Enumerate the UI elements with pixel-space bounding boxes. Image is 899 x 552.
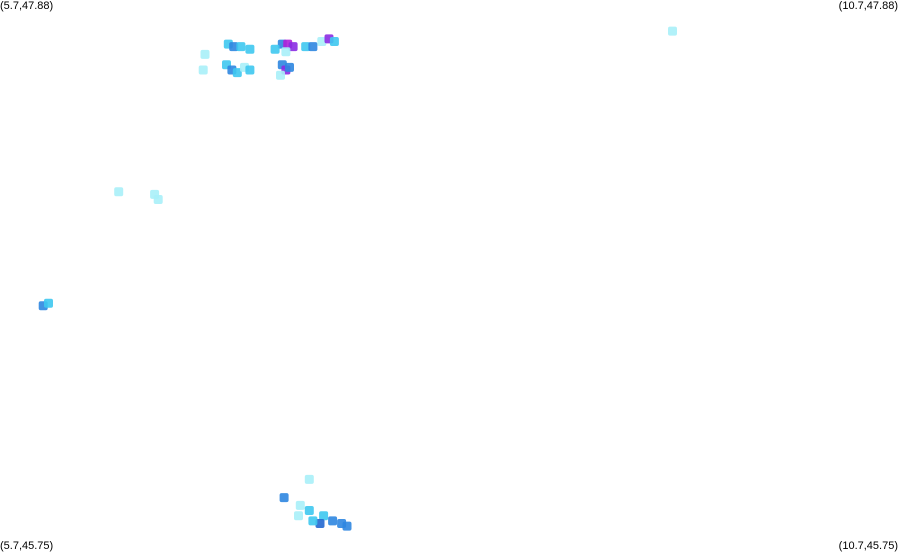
corner-label-northeast: (10.7,47.88) [838, 0, 898, 12]
precip-cell-sky [301, 42, 311, 52]
precip-cell-blue [328, 516, 338, 526]
precip-cell-light [281, 47, 291, 57]
corner-label-northwest: (5.7,47.88) [0, 0, 54, 12]
precip-cell-sky [44, 298, 53, 308]
precip-cell-blue [308, 42, 318, 52]
precip-cell-light [295, 500, 305, 510]
precip-cell-light [276, 70, 285, 80]
corner-label-southwest: (5.7,45.75) [0, 540, 54, 552]
precip-cell-dark_blue [315, 519, 325, 528]
precip-cell-blue [342, 521, 352, 531]
precip-cell-light [317, 37, 327, 46]
corner-label-southeast: (10.7,45.75) [838, 540, 898, 552]
precip-cell-light [294, 511, 303, 521]
precip-cell-sky [329, 37, 339, 46]
precip-cell-light [114, 187, 124, 197]
precip-cell-light [153, 195, 163, 204]
precip-cell-sky [245, 65, 255, 75]
precip-cell-sky [308, 516, 318, 526]
precip-cell-light [200, 49, 210, 59]
precip-cell-sky [232, 68, 242, 78]
precip-cell-sky [245, 44, 255, 54]
precip-cell-blue [229, 42, 239, 52]
precip-cell-violet [288, 42, 298, 52]
precip-cell-sky [236, 42, 246, 52]
precip-cell-sky [270, 44, 280, 54]
precip-cell-light [198, 65, 208, 75]
precip-cell-light [304, 474, 314, 484]
precip-cell-sky [304, 506, 314, 515]
precip-cell-light [668, 26, 677, 36]
precip-cell-sky [319, 511, 329, 521]
precip-cell-blue [279, 493, 289, 503]
precip-cell-blue [285, 62, 294, 72]
